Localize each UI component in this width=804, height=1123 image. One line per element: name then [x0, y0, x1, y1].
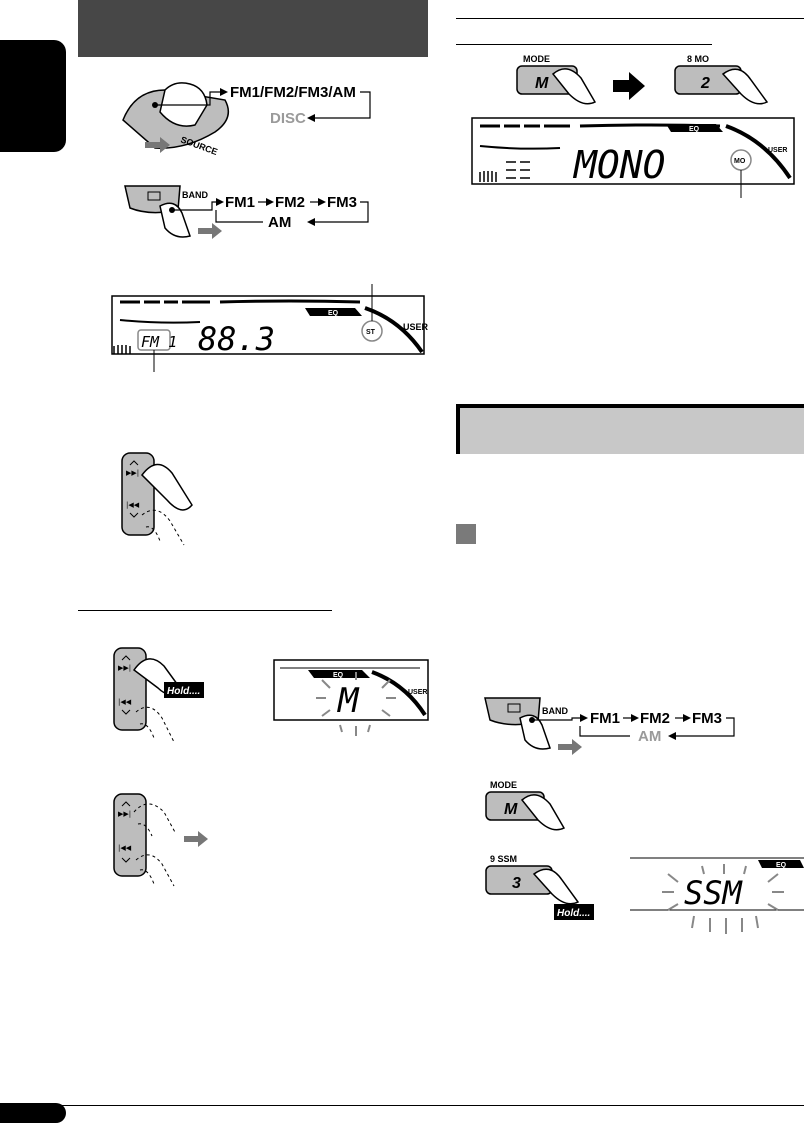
ssm-am: AM — [638, 728, 661, 745]
arrow-right-icon — [220, 88, 228, 96]
band-fm2: FM2 — [275, 194, 305, 211]
eq-indicator: EQ — [776, 862, 787, 869]
seek-button-illustration-1: ▶▶| |◀◀ — [121, 452, 193, 546]
source-flow-top: FM1/FM2/FM3/AM — [230, 84, 356, 101]
ssm-fm3: FM3 — [692, 710, 722, 727]
band-fm1: FM1 — [225, 194, 255, 211]
m-display: EQ USER M — [273, 659, 429, 736]
stereo-indicator: ST — [366, 329, 376, 336]
user-indicator: USER — [768, 147, 787, 154]
m-readout: M — [337, 681, 360, 721]
next-icon: ▶▶| — [126, 469, 139, 477]
prev-icon: |◀◀ — [118, 698, 132, 706]
seek-button[interactable] — [113, 647, 147, 731]
next-icon: ▶▶| — [118, 664, 131, 672]
flash-rays-icon — [316, 672, 396, 736]
hold-label: Hold.... — [167, 686, 200, 697]
mode-label: MODE — [490, 780, 517, 790]
press-arrow-icon — [184, 831, 208, 847]
source-knob-illustration: SOURCE FM1/FM2/FM3/AM DISC — [122, 82, 371, 157]
seek-button[interactable] — [113, 793, 147, 877]
press-arrow-icon — [145, 137, 170, 153]
seek-hold-illustration: ▶▶| |◀◀ Hold.... — [113, 647, 204, 743]
preset-8-label: 8 MO — [687, 54, 709, 64]
frequency-display: EQ USER FM 1 88.3 ST — [111, 284, 429, 372]
user-indicator: USER — [408, 689, 427, 696]
step-marker — [456, 524, 476, 544]
finger-icon — [721, 68, 769, 105]
top-rule — [456, 18, 804, 19]
band-fm3: FM3 — [327, 194, 357, 211]
finger-icon — [141, 463, 193, 511]
prev-icon: |◀◀ — [126, 501, 140, 509]
preset-3-key: 3 — [512, 875, 521, 892]
preset-2-key: 2 — [700, 75, 710, 92]
band-label: BAND — [182, 190, 208, 200]
band-label: BAND — [542, 706, 568, 716]
next-icon: ▶▶| — [118, 810, 131, 818]
hold-label: Hold.... — [557, 908, 590, 919]
eq-indicator: EQ — [689, 126, 700, 133]
prev-icon: |◀◀ — [118, 844, 132, 852]
band-readout: FM 1 — [141, 333, 177, 351]
arrow-left-icon — [307, 114, 315, 122]
finger-icon — [532, 868, 580, 905]
next-step-arrow-icon — [613, 72, 645, 100]
section-header-grey — [456, 404, 804, 454]
finger-icon — [159, 202, 191, 238]
preset-ssm-illustration: 9 SSM 3 Hold.... — [485, 854, 594, 920]
finger-dashed-icon — [133, 803, 177, 835]
source-flow-bottom: DISC — [270, 110, 306, 127]
mode-preset-mo-illustration: MODE M 8 MO 2 — [516, 54, 769, 105]
section-header-dark — [78, 0, 428, 57]
mode-illustration-ssm: MODE M — [485, 780, 566, 831]
footer-rule — [0, 1105, 804, 1106]
frequency-readout: 88.3 — [198, 320, 275, 358]
finger-dashed-icon — [141, 509, 185, 546]
band-illustration-2: BAND FM1 FM2 FM3 AM — [484, 697, 735, 755]
ssm-fm1: FM1 — [590, 710, 620, 727]
page-number-tab — [0, 1103, 66, 1123]
seek-button[interactable] — [121, 452, 155, 536]
finger-icon — [551, 68, 597, 105]
press-arrow-icon — [198, 223, 222, 239]
language-tab — [0, 40, 66, 152]
subheading-rule-left — [78, 610, 332, 611]
ssm-readout: SSM — [684, 874, 744, 912]
band-am: AM — [268, 214, 291, 231]
subheading-rule — [456, 44, 712, 45]
press-arrow-icon — [558, 739, 582, 755]
mode-key: M — [535, 75, 549, 92]
ssm-display: EQ SSM — [630, 857, 804, 934]
preset-9-label: 9 SSM — [490, 854, 517, 864]
mode-key: M — [504, 801, 518, 818]
mode-label: MODE — [523, 54, 550, 64]
flash-rays-icon — [662, 864, 784, 934]
finger-icon — [519, 714, 551, 750]
mono-indicator: MO — [734, 158, 746, 165]
user-indicator: USER — [403, 322, 429, 332]
seek-button-illustration-2: ▶▶| |◀◀ — [113, 793, 208, 887]
eq-indicator: EQ — [328, 310, 339, 317]
band-illustration-1: BAND FM1 FM2 FM3 AM — [124, 185, 369, 239]
mono-display: EQ USER MONO MO — [471, 117, 795, 198]
mono-readout: MONO — [572, 143, 666, 187]
eq-indicator: EQ — [333, 672, 344, 679]
ssm-fm2: FM2 — [640, 710, 670, 727]
finger-icon — [520, 794, 566, 831]
